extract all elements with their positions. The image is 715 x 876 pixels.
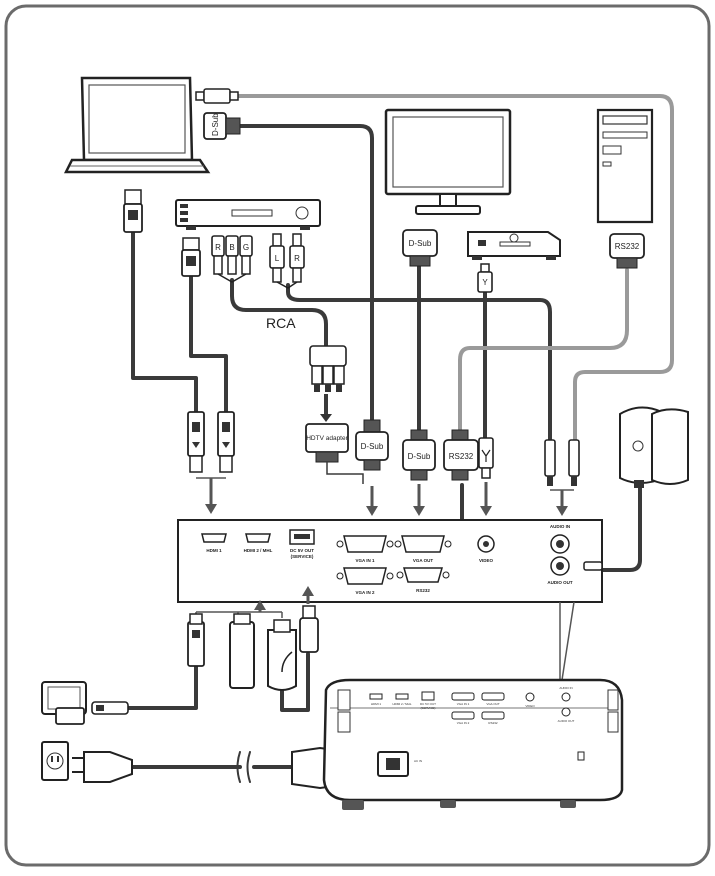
- rear-panel-enlarged: HDMI 1 HDMI 2 / MHL DC 5V OUT (SERVICE) …: [177, 519, 603, 603]
- panel-service-label: (SERVICE): [291, 554, 314, 559]
- dsub-plug-monitor: D-Sub: [402, 229, 438, 267]
- plug-label-l: L: [275, 254, 280, 263]
- rca-label: RCA: [266, 315, 296, 331]
- plug-label-y: Y: [482, 278, 488, 287]
- panel-vga-out-port: [401, 535, 445, 553]
- dsub-label-hdtv: D-Sub: [361, 442, 384, 451]
- proj-vga-in2-label: VGA IN 2: [457, 721, 470, 725]
- proj-video-label: VIDEO: [525, 704, 535, 708]
- hdtv-adapter-label: HDTV adapter: [306, 435, 348, 442]
- panel-vga-in2-port: [343, 567, 387, 585]
- hdmi-plugs-mid: [187, 411, 235, 473]
- hdmi-plug-laptop: [123, 189, 143, 233]
- proj-vga-in1-label: VGA IN 1: [457, 702, 470, 706]
- cable-component: [230, 278, 328, 348]
- av-receiver-device: [175, 199, 321, 230]
- rs232-connector-panel: RS232: [443, 429, 479, 481]
- proj-service-label: (SERVICE): [420, 706, 435, 710]
- plug-label-r2: R: [294, 254, 300, 263]
- dsub-label-laptop: D-Sub: [211, 113, 220, 136]
- panel-video-label: VIDEO: [479, 558, 494, 563]
- hdmi-plug-receiver: [181, 237, 201, 277]
- plug-label-g: G: [243, 243, 249, 252]
- rs232-plug-pc: RS232: [609, 233, 645, 269]
- video-plug-bottom: [478, 437, 494, 479]
- panel-vga-in1-label: VGA IN 1: [355, 558, 375, 563]
- pc-tower-device: [596, 108, 654, 224]
- rs232-label-panel: RS232: [449, 452, 474, 461]
- audio-rca-plugs: L R: [269, 233, 305, 289]
- lower-connectors: [187, 586, 319, 691]
- projector-device: HDMI 1 HDMI 2 / MHL DC 5V OUT (SERVICE) …: [322, 678, 624, 810]
- audio-plug-laptop: [195, 88, 239, 104]
- audio-mini-plugs: [544, 439, 580, 486]
- panel-hdmi2-label: HDMI 2 / MHL: [244, 548, 273, 553]
- proj-dc-out-label: DC 5V OUT: [420, 702, 436, 706]
- cable-rs232: [458, 268, 629, 432]
- cable-dsub-laptop: [238, 124, 374, 422]
- panel-dc-out-label: DC 5V OUT: [290, 548, 314, 553]
- hdtv-adapter: HDTV adapter: [305, 423, 364, 484]
- proj-rs232-label: RS232: [488, 721, 498, 725]
- zoom-line-b: [561, 601, 575, 681]
- break-mark-b: [246, 751, 251, 783]
- dsub-plug-laptop: D-Sub: [203, 112, 241, 140]
- panel-rs232-port: [403, 567, 443, 583]
- rca-triple-plug: [309, 345, 347, 422]
- cable-hdmi-laptop: [131, 230, 198, 414]
- panel-audio-out-label: AUDIO OUT: [547, 580, 573, 585]
- panel-audio-in-label: AUDIO IN: [550, 524, 570, 529]
- cable-audio-out: [598, 478, 642, 572]
- panel-rs232-label: RS232: [416, 588, 430, 593]
- proj-hdmi2-label: HDMI 2 / MHL: [392, 702, 411, 706]
- laptop-device: [63, 76, 211, 174]
- dsub-label-monitor: D-Sub: [409, 239, 432, 248]
- cable-hdmi-dvd: [189, 274, 228, 414]
- panel-hdmi1-label: HDMI 1: [206, 548, 222, 553]
- monitor-device: [384, 108, 512, 215]
- panel-hdmi1-port: [201, 533, 227, 543]
- dvd-player-device: [467, 231, 561, 260]
- dsub-label-panel: D-Sub: [408, 452, 431, 461]
- plug-label-b: B: [229, 243, 234, 252]
- proj-audio-in-label: AUDIO IN: [559, 686, 572, 690]
- cable-audio-laptop: [236, 94, 674, 442]
- dsub-connector-vga-in: D-Sub: [355, 419, 389, 471]
- plug-label-r: R: [215, 243, 221, 252]
- panel-vga-in2-label: VGA IN 2: [355, 590, 375, 595]
- dsub-connector-vga-out: D-Sub: [402, 429, 436, 481]
- proj-vga-out-label: VGA OUT: [486, 702, 500, 706]
- break-mark-a: [236, 751, 241, 783]
- component-plugs: R B G: [211, 235, 253, 283]
- panel-vga-in1-port: [343, 535, 387, 553]
- speakers-device: [619, 406, 689, 488]
- tablet-phone-device: [41, 681, 129, 725]
- cable-tablet: [126, 664, 198, 710]
- video-plug-top: Y: [477, 263, 493, 293]
- proj-audio-out-label: AUDIO OUT: [558, 719, 575, 723]
- proj-ac-in-label: AC IN: [414, 759, 422, 763]
- rs232-label-pc: RS232: [615, 242, 640, 251]
- panel-hdmi2-port: [245, 533, 271, 543]
- wall-outlet: [41, 741, 69, 781]
- panel-vga-out-label: VGA OUT: [413, 558, 434, 563]
- proj-hdmi1-label: HDMI 1: [371, 702, 381, 706]
